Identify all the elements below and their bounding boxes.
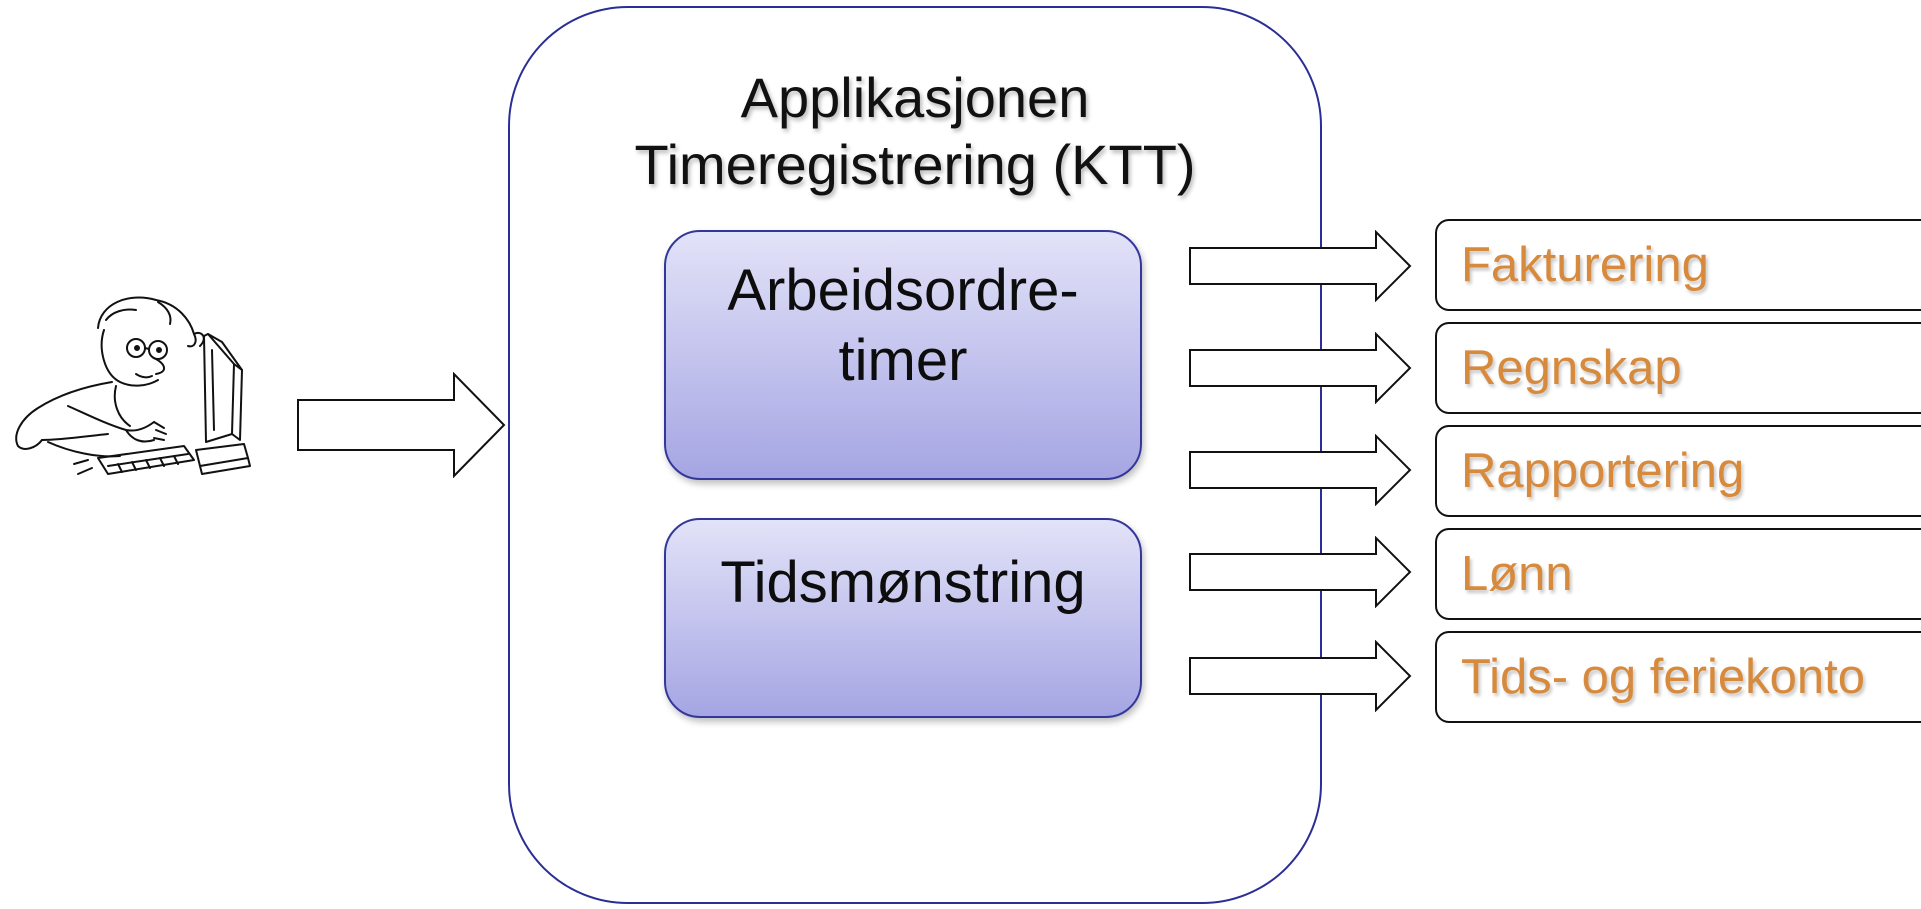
module-arbeidsordretimer: Arbeidsordre- timer — [664, 230, 1142, 480]
output-arrow-fakturering — [1189, 230, 1412, 302]
output-box-tids-og-feriekonto: Tids- og feriekonto — [1435, 631, 1921, 723]
output-arrow-regnskap — [1189, 332, 1412, 404]
output-arrow-tids-og-feriekonto — [1189, 640, 1412, 712]
input-arrow — [297, 372, 506, 478]
module-label: Tidsmønstring — [720, 550, 1086, 615]
application-title-line2: Timeregistrering (KTT) — [634, 133, 1196, 196]
module-label-line2: timer — [838, 328, 968, 393]
output-label: Lønn — [1461, 547, 1573, 601]
person-at-computer-icon — [15, 296, 251, 475]
output-box-rapportering: Rapportering — [1435, 425, 1921, 517]
output-arrow-rapportering — [1189, 434, 1412, 506]
application-title: Applikasjonen Timeregistrering (KTT) — [508, 64, 1322, 198]
output-label: Rapportering — [1461, 444, 1745, 498]
output-label: Regnskap — [1461, 341, 1682, 395]
output-label: Fakturering — [1461, 238, 1709, 292]
output-label: Tids- og feriekonto — [1461, 650, 1865, 704]
output-box-fakturering: Fakturering — [1435, 219, 1921, 311]
output-box-lonn: Lønn — [1435, 528, 1921, 620]
application-title-line1: Applikasjonen — [740, 66, 1090, 129]
output-box-regnskap: Regnskap — [1435, 322, 1921, 414]
module-tidsmonstring: Tidsmønstring — [664, 518, 1142, 718]
output-arrow-lonn — [1189, 536, 1412, 608]
module-label-line1: Arbeidsordre- — [727, 258, 1079, 323]
